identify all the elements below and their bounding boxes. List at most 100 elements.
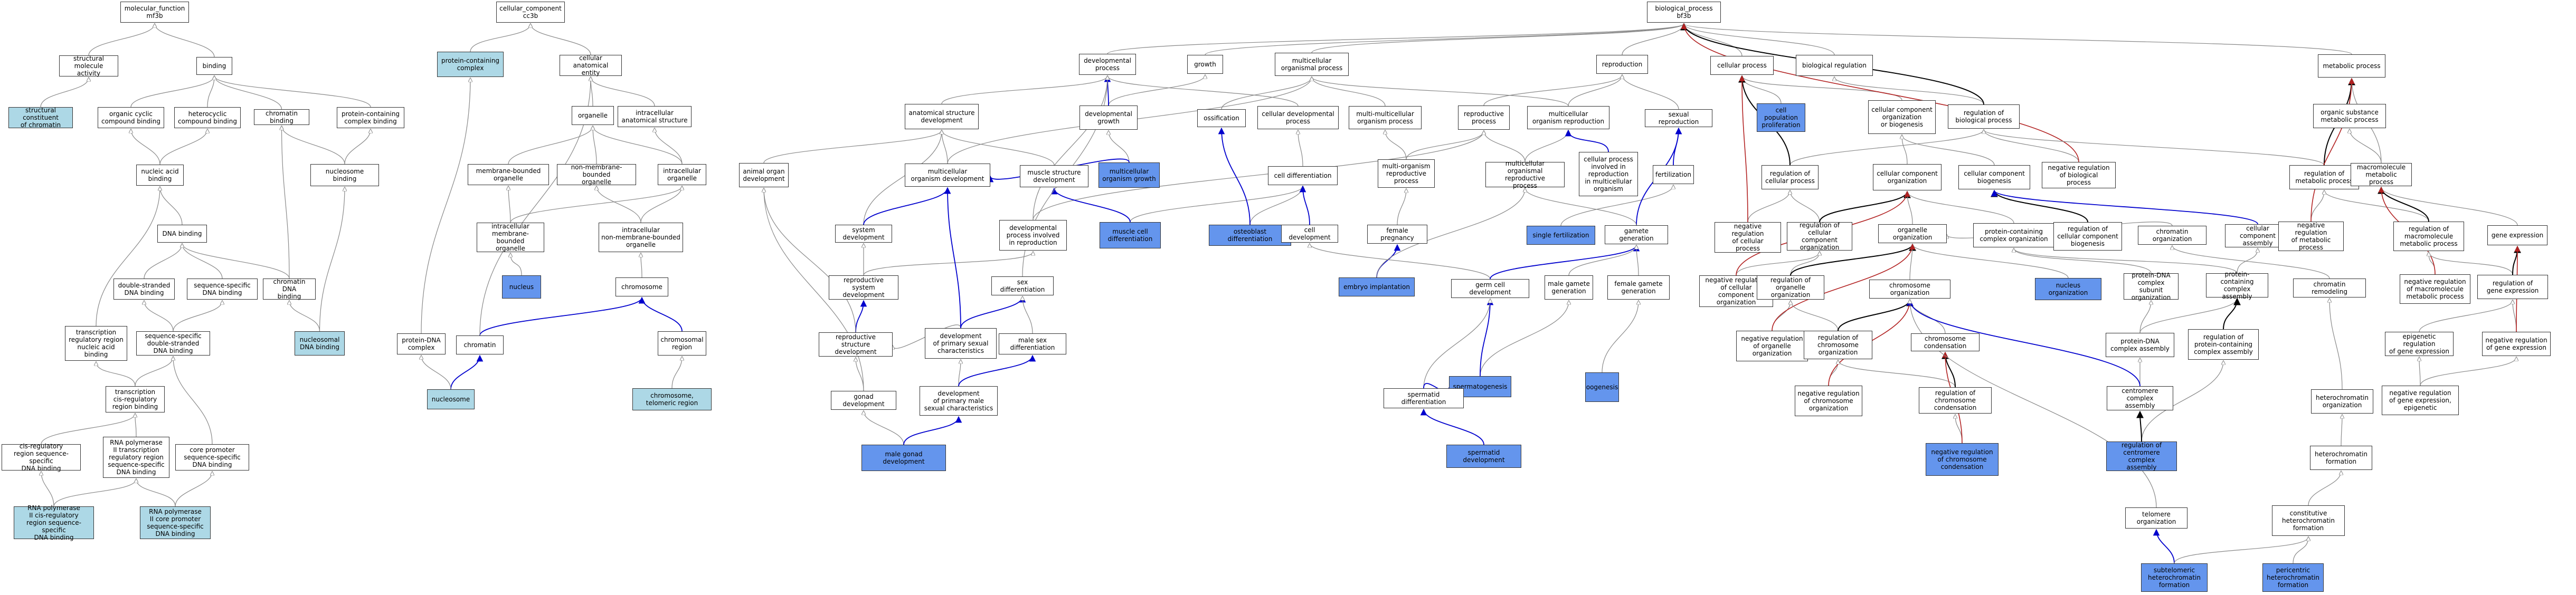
edge-part-of	[1906, 299, 2141, 387]
node-label: organelle organization	[1892, 226, 1933, 241]
node-rnap2: RNA polymerase II transcription regulato…	[103, 437, 169, 478]
node-label: ossification	[1204, 114, 1239, 122]
edge-part-of	[1991, 189, 2258, 225]
edge-is-a	[1602, 301, 1639, 373]
node-label: regulation of cellular process	[1765, 170, 1815, 185]
node-label: telomere organization	[2136, 511, 2176, 525]
edge-is-a	[1560, 185, 1673, 226]
edge-is-a	[2329, 299, 2343, 390]
node-devgrowth: developmental growth	[1079, 105, 1138, 130]
node-label: chromosome	[621, 283, 662, 291]
node-oogen: oogenesis	[1585, 372, 1619, 402]
node-celldev: cell development	[1281, 225, 1338, 243]
node-label: reproductive process	[1463, 110, 1504, 125]
edge-is-a	[214, 76, 371, 108]
node-label: centromere complex assembly	[2122, 387, 2158, 409]
node-label: RNA polymerase II cis-regulatory region …	[26, 504, 81, 541]
edge-is-a	[1747, 190, 1790, 223]
edge-is-a	[1568, 75, 1622, 107]
node-singfert: single fertilization	[1527, 226, 1595, 245]
edge-is-a	[144, 244, 182, 279]
edge-is-a	[593, 126, 597, 165]
node-label: subtelomeric heterochromatin formation	[2148, 567, 2201, 589]
edge-is-a	[2014, 248, 2152, 274]
node-label: muscle structure development	[1027, 169, 1081, 184]
node-label: biological regulation	[1802, 62, 1867, 69]
node-dsdna: double-stranded DNA binding	[113, 279, 175, 300]
node-telomeric: chromosome, telomeric region	[632, 388, 712, 410]
node-label: molecular_function mf3b	[124, 5, 185, 20]
node-label: chromosomal region	[660, 336, 704, 351]
edge-is-a	[1480, 301, 1569, 377]
node-label: binding	[202, 62, 226, 70]
node-bioreg: biological regulation	[1796, 55, 1873, 76]
edge-is-a	[2293, 537, 2308, 564]
node-mf: molecular_function mf3b	[120, 2, 189, 23]
edge-is-a	[1130, 186, 1303, 223]
node-label: macromolecule metabolic process	[2356, 164, 2406, 186]
edge-is-a	[135, 357, 173, 387]
node-negregco: negative regulation of chromosome organi…	[1795, 386, 1862, 416]
node-label: cellular anatomical entity	[573, 54, 609, 76]
edge-is-a	[510, 186, 682, 223]
node-label: protein-containing complex organization	[1980, 228, 2048, 243]
node-label: female pregnancy	[1380, 227, 1414, 242]
node-mcogrowth: multicellular organism growth	[1098, 162, 1160, 188]
node-label: germ cell development	[1469, 281, 1511, 296]
node-nucleus: nucleus	[502, 275, 541, 299]
node-fgg: female gamete generation	[1607, 275, 1670, 300]
edge-is-a	[655, 128, 683, 165]
node-gonaddev: gonad development	[831, 391, 896, 410]
edge-is-a	[159, 129, 207, 165]
edge-is-a	[1385, 130, 1407, 160]
edge-part-of	[1490, 244, 1640, 280]
node-sysdev: system development	[835, 225, 892, 243]
node-label: cell population proliferation	[1761, 107, 1801, 129]
node-pdnacx: protein-DNA complex	[397, 333, 446, 354]
node-label: cis-regulatory region sequence-specific …	[14, 443, 69, 472]
node-chromorg: chromatin organization	[2138, 226, 2206, 245]
edge-part-of	[1299, 185, 1310, 225]
node-label: system development	[842, 226, 885, 241]
node-label: chromatin remodeling	[2312, 281, 2347, 295]
edge-is-a	[1423, 299, 1490, 389]
edge-is-a	[1406, 131, 1484, 160]
edge-is-a	[1397, 189, 1406, 225]
node-label: heterocyclic compound binding	[178, 110, 237, 125]
node-epireg: epigenetic regulation of gene expression	[2385, 332, 2454, 356]
node-label: negative regulation of chromosome conden…	[1931, 448, 1993, 471]
edge-is-a	[1109, 131, 1130, 163]
edge-is-a	[1742, 76, 1902, 101]
edge-is-a	[1205, 24, 1684, 55]
edge-is-a	[2139, 301, 2151, 333]
edge-is-a	[1791, 301, 1839, 331]
node-label: reproduction	[1602, 61, 1643, 68]
edge-is-a	[1249, 186, 1303, 225]
edge-is-a	[144, 301, 174, 332]
node-orgsub: organic substance metabolic process	[2313, 104, 2386, 128]
edge-is-a	[1828, 360, 1838, 386]
node-spermatog: spermatogenesis	[1449, 376, 1511, 397]
node-repro: reproduction	[1596, 55, 1648, 74]
node-label: non-membrane-bounded organelle	[571, 164, 622, 186]
node-spdev: spermatid development	[1446, 445, 1521, 468]
node-membound: membrane-bounded organelle	[468, 164, 549, 185]
node-label: nucleosome binding	[325, 168, 364, 183]
node-pdnacxsub: protein-DNA complex subunit organization	[2124, 272, 2179, 301]
edge-part-of	[638, 296, 683, 332]
node-label: chromatin organization	[2152, 228, 2192, 243]
node-label: multicellular organism development	[911, 168, 984, 183]
node-label: regulation of centromere complex assembl…	[2121, 442, 2162, 471]
node-orgorg: organelle organization	[1878, 224, 1947, 243]
node-negregbio: negative regulation of biological proces…	[2042, 162, 2116, 188]
node-negreggene: negative regulation of gene expression	[2482, 332, 2551, 356]
node-cellpopprol: cell population proliferation	[1757, 103, 1805, 132]
node-fert: fertilization	[1653, 165, 1694, 184]
edge-is-a	[508, 186, 511, 223]
node-label: cellular component organization or bioge…	[1871, 106, 1933, 128]
node-label: nucleus	[509, 283, 534, 291]
node-label: constitutive heterochromatin formation	[2282, 510, 2335, 532]
node-icorg: intracellular organelle	[658, 164, 706, 185]
node-label: cell differentiation	[1274, 172, 1332, 179]
edge-is-a	[2429, 252, 2436, 275]
